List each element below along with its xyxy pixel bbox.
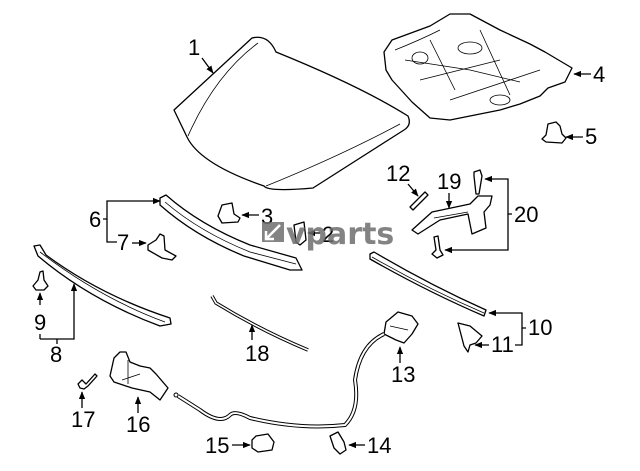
callout-4[interactable]: 4 — [573, 62, 605, 87]
leader-line-8 — [40, 283, 78, 340]
callout-2[interactable]: 2 — [307, 222, 334, 247]
callout-label-11: 11 — [491, 332, 514, 357]
callout-label-7: 7 — [117, 230, 129, 255]
leader-line-6b — [106, 219, 117, 243]
callout-label-8: 8 — [50, 342, 62, 367]
latch[interactable] — [109, 351, 169, 401]
callout-7[interactable]: 7 — [117, 230, 147, 255]
hinge-bolt[interactable] — [431, 169, 483, 259]
callout-10[interactable]: 10 — [488, 309, 552, 346]
callout-9[interactable]: 9 — [34, 292, 46, 339]
callout-5[interactable]: 5 — [565, 124, 597, 149]
callout-label-2: 2 — [322, 222, 334, 247]
callout-label-13: 13 — [391, 362, 415, 387]
callout-8[interactable]: 8 — [40, 283, 78, 367]
seal-bracket[interactable] — [147, 233, 177, 261]
callout-16[interactable]: 16 — [126, 396, 150, 437]
watermark: vparts — [262, 217, 394, 252]
callout-label-6: 6 — [89, 207, 101, 232]
leader-line-10 — [488, 309, 526, 329]
callout-14[interactable]: 14 — [348, 433, 391, 458]
callout-label-9: 9 — [34, 310, 46, 335]
leader-line-12 — [407, 183, 419, 197]
bolt[interactable] — [77, 373, 98, 390]
callout-label-16: 16 — [126, 412, 150, 437]
callout-label-19: 19 — [437, 169, 461, 194]
callout-label-1: 1 — [188, 35, 200, 60]
callout-label-12: 12 — [386, 161, 410, 186]
callout-20[interactable]: 20 — [444, 175, 538, 254]
callout-label-17: 17 — [71, 407, 95, 432]
hinge[interactable] — [411, 195, 493, 235]
insulator-pad[interactable] — [383, 13, 573, 121]
callout-label-15: 15 — [205, 433, 229, 458]
callout-13[interactable]: 13 — [391, 346, 415, 387]
leader-line-10b — [515, 328, 523, 346]
bumper-pad[interactable] — [251, 433, 275, 453]
leader-line-1 — [201, 57, 214, 74]
watermark-text: vparts — [286, 217, 394, 252]
front-seal-assembly[interactable] — [159, 194, 303, 271]
push-clip[interactable] — [32, 270, 49, 291]
callout-label-10: 10 — [528, 315, 552, 340]
side-seal-assembly[interactable] — [33, 244, 172, 327]
callout-18[interactable]: 18 — [245, 324, 269, 366]
hood-panel[interactable] — [173, 36, 410, 191]
callout-label-18: 18 — [245, 341, 269, 366]
callout-17[interactable]: 17 — [71, 391, 95, 432]
release-handle[interactable] — [383, 311, 419, 344]
callout-label-4: 4 — [593, 62, 605, 87]
clip[interactable] — [293, 221, 307, 246]
callout-6[interactable]: 6 — [89, 197, 161, 243]
side-seal-assembly-right[interactable] — [369, 251, 487, 317]
leader-line-20b — [444, 214, 509, 254]
callout-11[interactable]: 11 — [474, 332, 514, 357]
support-rod[interactable] — [210, 295, 309, 352]
seal-end-cap[interactable] — [457, 322, 483, 353]
hood-release-cable[interactable] — [173, 332, 385, 429]
leader-line-6 — [103, 197, 161, 220]
callout-label-5: 5 — [585, 124, 597, 149]
leader-line-20 — [484, 175, 512, 215]
callout-label-14: 14 — [367, 433, 391, 458]
callout-1[interactable]: 1 — [188, 35, 214, 74]
callout-19[interactable]: 19 — [437, 169, 461, 209]
callout-12[interactable]: 12 — [386, 161, 419, 197]
pin[interactable] — [409, 191, 429, 211]
retainer[interactable] — [541, 121, 567, 144]
callout-15[interactable]: 15 — [205, 433, 251, 458]
cable-clip[interactable] — [329, 431, 347, 455]
callout-label-20: 20 — [514, 202, 538, 227]
bumper-stop[interactable] — [217, 202, 241, 224]
